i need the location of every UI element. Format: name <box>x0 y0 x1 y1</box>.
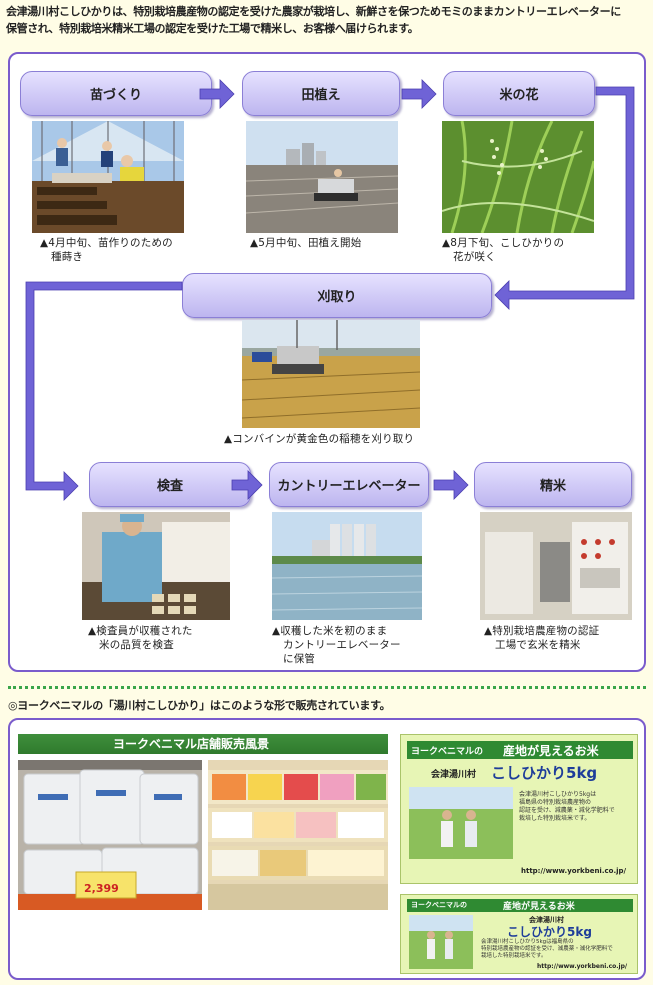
store-subhead: ◎ヨークベニマルの「湯川村こしひかり」はこのような形で販売されています。 <box>8 699 391 712</box>
step-hana: 米の花 <box>443 71 595 116</box>
poster-desc-line: 栽培した特別栽培米です。 <box>481 953 547 959</box>
caption-line: ▲特別栽培農産物の認証 <box>484 625 600 637</box>
poster-url: http://www.yorkbeni.co.jp/ <box>521 867 627 875</box>
arrow-right-icon <box>433 470 469 500</box>
caption-karitori: ▲コンバインが黄金色の稲穂を刈り取り <box>224 432 414 446</box>
dotted-separator <box>8 686 646 689</box>
caption-line: に保管 <box>283 653 316 665</box>
caption-line: カントリーエレベーター <box>283 639 401 651</box>
poster-title-bar: ヨークベニマルの 産地が見えるお米 <box>407 741 633 759</box>
step-kensa: 検査 <box>89 462 251 507</box>
price-tag-text: 2,399 <box>84 882 119 895</box>
caption-line: 工場で玄米を精米 <box>495 639 581 651</box>
caption-line: ▲収穫した米を籾のまま <box>272 625 388 637</box>
arrow-turn-icon <box>494 86 635 310</box>
photo-country-elevator <box>272 512 422 620</box>
caption-line: 米の品質を検査 <box>99 639 174 651</box>
store-banner: ヨークベニマル店舗販売風景 <box>18 734 388 754</box>
poster-brand: ヨークベニマルの <box>411 901 467 909</box>
arrow-right-icon <box>401 79 437 109</box>
caption-elevator: ▲収穫した米を籾のまま カントリーエレベーター に保管 <box>272 624 401 666</box>
arrow-right-icon <box>231 470 263 500</box>
poster-description: 会津湯川村こしひかり5kgは福島県の 特別栽培農産物の認証を受け、減農薬・減化学… <box>481 939 613 960</box>
poster-description: 会津湯川村こしひかり5kgは 福島県の特別栽培農産物の 認証を受け、減農薬・減化… <box>519 791 615 823</box>
store-panel: ヨークベニマル店舗販売風景 2,399 <box>8 718 646 980</box>
poster-desc-line: 特別栽培農産物の認証を受け、減農薬・減化学肥料で <box>481 946 613 952</box>
caption-line: ▲検査員が収穫された <box>88 625 193 637</box>
intro-line-1: 会津湯川村こしひかりは、特別栽培農産物の認定を受けた農家が栽培し、新鮮さを保つた… <box>6 5 621 18</box>
poster-desc-line: 会津湯川村こしひかり5kgは <box>519 791 597 798</box>
step-label: 米の花 <box>499 88 539 103</box>
poster-desc-line: 栽培した特別栽培米です。 <box>519 815 591 822</box>
poster-desc-line: 認証を受け、減農薬・減化学肥料で <box>519 807 615 814</box>
photo-rice-flower <box>442 121 594 233</box>
poster-product: こしひかり5kg <box>507 925 592 939</box>
photo-store-aisle <box>208 760 388 910</box>
poster-slogan: 産地が見えるお米 <box>503 902 575 912</box>
caption-line: 花が咲く <box>453 251 496 263</box>
photo-rice-planting <box>246 121 398 233</box>
poster-url: http://www.yorkbeni.co.jp/ <box>537 963 628 970</box>
step-label: 田植え <box>301 88 341 103</box>
step-taue: 田植え <box>242 71 400 116</box>
step-label: カントリーエレベーター <box>277 479 421 494</box>
poster-brand: ヨークベニマルの <box>411 747 484 757</box>
step-label: 苗づくり <box>89 88 142 103</box>
step-elevator: カントリーエレベーター <box>269 462 429 507</box>
poster-desc-line: 会津湯川村こしひかり5kgは福島県の <box>481 939 574 945</box>
caption-line: 種蒔き <box>51 251 84 263</box>
intro-text: 会津湯川村こしひかりは、特別栽培農産物の認定を受けた農家が栽培し、新鮮さを保つた… <box>6 3 648 37</box>
step-label: 検査 <box>156 479 183 494</box>
poster-farmers-photo <box>409 915 473 969</box>
photo-seeding <box>32 121 184 233</box>
caption-line: ▲コンバインが黄金色の稲穂を刈り取り <box>224 433 415 445</box>
step-seimai: 精米 <box>474 462 632 507</box>
intro-line-2: 保管され、特別栽培米精米工場の認定を受けた工場で精米し、お客様へ届けられます。 <box>6 22 419 35</box>
poster-product: こしひかり5kg <box>491 764 598 782</box>
arrow-turn-icon <box>25 281 183 501</box>
caption-line: ▲8月下旬、こしひかりの <box>442 237 565 249</box>
production-flow-panel: 苗づくり 田植え 米の花 刈取り 検査 カントリーエレベーター 精米 <box>8 52 646 672</box>
caption-seimai: ▲特別栽培農産物の認証 工場で玄米を精米 <box>484 624 599 652</box>
rice-poster-small: ヨークベニマルの 産地が見えるお米 会津湯川村 こしひかり5kg 会津湯川村こし… <box>400 894 638 974</box>
step-label: 精米 <box>539 479 566 494</box>
photo-inspection <box>82 512 230 620</box>
caption-kensa: ▲検査員が収穫された 米の品質を検査 <box>88 624 193 652</box>
photo-milling-machine <box>480 512 632 620</box>
caption-line: ▲5月中旬、田植え開始 <box>250 237 362 249</box>
caption-line: ▲4月中旬、苗作りのための <box>40 237 173 249</box>
step-naeduk: 苗づくり <box>20 71 212 116</box>
caption-hana: ▲8月下旬、こしひかりの 花が咲く <box>442 236 564 264</box>
flow-arrows <box>25 79 635 501</box>
caption-naeduk: ▲4月中旬、苗作りのための 種蒔き <box>40 236 173 264</box>
photo-combine-harvest <box>242 320 420 428</box>
rice-poster-large: ヨークベニマルの 産地が見えるお米 会津湯川村 こしひかり5kg 会津湯川村こし… <box>400 734 638 884</box>
step-label: 刈取り <box>317 290 357 305</box>
poster-origin: 会津湯川村 <box>529 916 564 924</box>
poster-origin: 会津湯川村 <box>431 770 477 780</box>
poster-slogan: 産地が見えるお米 <box>503 744 599 758</box>
caption-taue: ▲5月中旬、田植え開始 <box>250 236 361 250</box>
step-karitori: 刈取り <box>182 273 492 318</box>
arrow-right-icon <box>199 79 235 109</box>
poster-farmers-photo <box>409 787 513 859</box>
photo-store-shelf: 2,399 <box>18 760 202 910</box>
poster-title-bar: ヨークベニマルの 産地が見えるお米 <box>407 899 633 912</box>
poster-desc-line: 福島県の特別栽培農産物の <box>519 799 592 806</box>
